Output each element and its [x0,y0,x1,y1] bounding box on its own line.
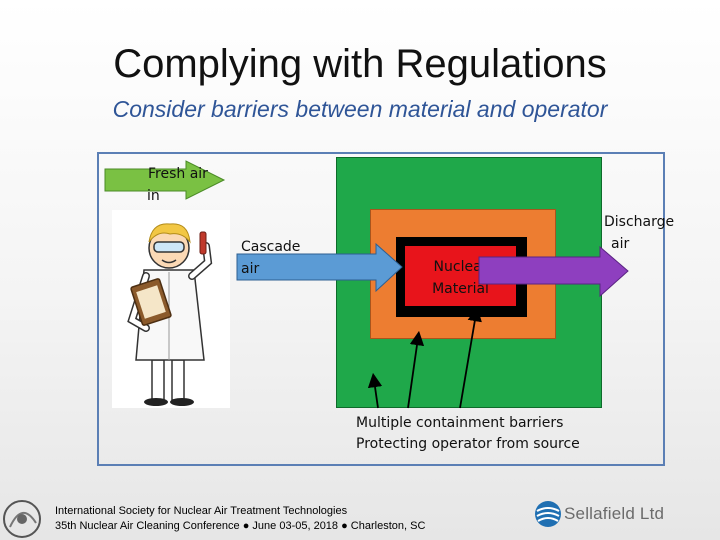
fresh-air-label-line2: in [147,188,160,204]
sellafield-logo-icon [535,501,561,527]
nuclear-label-line2: Material [432,281,489,297]
cascade-air-arrow [236,243,403,293]
pointer-outer-barrier [367,372,383,409]
footer-organization: International Society for Nuclear Air Tr… [55,505,348,517]
barrier-pointer-arrows [367,306,482,409]
discharge-label-line1: Discharge [604,214,675,230]
discharge-air-arrow [478,246,629,298]
discharge-label-line2: air [611,236,630,252]
barriers-caption-line1: Multiple containment barriers [356,415,564,431]
footer-conference: 35th Nuclear Air Cleaning Conference ● J… [55,520,426,532]
nuclear-material-label: Nuclear Material [405,256,516,300]
fresh-air-label-line1: Fresh air [148,166,208,182]
nuclear-label-line1: Nuclear [433,259,488,275]
slide-title: Complying with Regulations [113,42,607,86]
cascade-label-line2: air [241,261,260,277]
sellafield-logo-text: Sellafield Ltd [564,504,665,523]
barriers-caption-line2: Protecting operator from source [356,436,580,452]
pointer-middle-barrier [407,330,425,409]
operator-scientist-illustration [112,210,230,408]
cascade-label-line1: Cascade [241,239,301,255]
fresh-air-arrow [104,160,226,200]
pointer-inner-barrier [459,306,482,409]
slide-subtitle: Consider barriers between material and o… [112,96,608,122]
conference-ornament-logo [3,500,41,538]
facility-frame [97,152,665,466]
